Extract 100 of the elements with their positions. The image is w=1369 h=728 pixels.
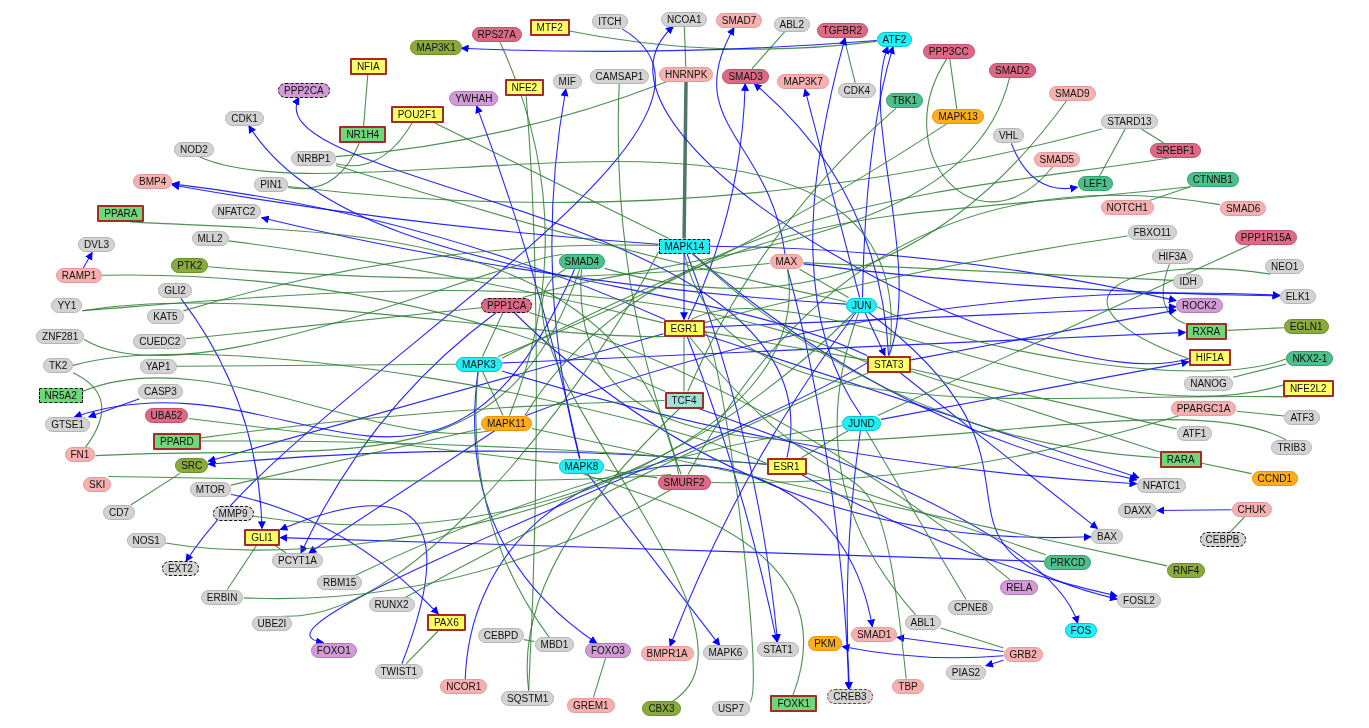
node-pill: NOTCH1 xyxy=(1100,200,1154,216)
node-pill: BMPR1A xyxy=(640,646,694,662)
node-box: NFE2L2 xyxy=(1282,379,1334,397)
connector-line xyxy=(101,274,666,393)
node-pill: SMAD3 xyxy=(722,68,769,84)
node-box: FOXK1 xyxy=(770,695,818,713)
node-pill: ITCH xyxy=(592,13,628,29)
node-pill: MAPK6 xyxy=(702,645,749,661)
arrow xyxy=(899,371,1099,530)
node-pill: TRIB3 xyxy=(1271,439,1312,455)
node-pill: CPNE8 xyxy=(947,599,994,615)
node-box: HIF1A xyxy=(1188,349,1232,367)
node-pill: PIAS2 xyxy=(945,664,987,680)
connector-line xyxy=(207,262,771,279)
node-pill: TBP xyxy=(892,678,924,694)
node-box: RXRA xyxy=(1185,322,1228,340)
connector-line xyxy=(805,472,1047,556)
connector-line xyxy=(800,429,850,459)
node-pill: PPARGC1A xyxy=(1170,400,1237,416)
node-pill: FBXO11 xyxy=(1127,224,1178,240)
connector-line xyxy=(836,311,917,616)
node-pill: ROCK2 xyxy=(1176,298,1223,314)
node-pill: TGFBR2 xyxy=(816,22,869,38)
connector-line xyxy=(287,142,360,190)
connector-line xyxy=(335,122,413,167)
node-pill: SMAD9 xyxy=(1049,85,1096,101)
arrow xyxy=(260,215,847,305)
connector-line xyxy=(188,417,560,464)
connector-line xyxy=(687,194,1221,476)
node-pill: MAPK3 xyxy=(456,356,502,372)
node-pill: CDK4 xyxy=(837,82,877,98)
connector-line xyxy=(1236,410,1285,417)
node-pill: FOS xyxy=(1064,623,1098,639)
connector-line xyxy=(475,370,550,638)
node-pill: GLI2 xyxy=(158,283,192,299)
node-box: GLI1 xyxy=(244,528,280,546)
arrow xyxy=(1010,142,1079,193)
node-pill: TK2 xyxy=(43,358,74,373)
node-pill: NANOG xyxy=(1184,375,1233,391)
node-pill: HNRNPK xyxy=(659,66,714,82)
node-pill: FOXO1 xyxy=(310,642,357,658)
node-pill: SQSTM1 xyxy=(501,690,555,706)
connector-line xyxy=(274,544,287,554)
node-pill: FN1 xyxy=(64,447,96,463)
arrow xyxy=(185,28,655,563)
arrow xyxy=(910,307,1177,361)
node-pill: SMAD4 xyxy=(558,254,605,270)
node-pill: ABL2 xyxy=(773,16,810,32)
arrow xyxy=(279,505,427,665)
connector-line xyxy=(81,290,868,363)
node-pill: SMAD6 xyxy=(1219,201,1267,217)
arrow xyxy=(551,88,581,460)
node-pill: CBX3 xyxy=(642,701,681,717)
node-pill: CEBPB xyxy=(1199,532,1246,548)
connector-line xyxy=(528,311,1011,581)
arrow xyxy=(686,335,780,643)
node-box: PPARD xyxy=(153,432,201,450)
node-pill: RUNX2 xyxy=(368,597,415,613)
connector-line xyxy=(287,128,1103,203)
connector-line xyxy=(1229,516,1246,533)
arrow xyxy=(753,83,890,357)
node-pill: YWHAH xyxy=(449,90,499,106)
node-pill: LEF1 xyxy=(1077,176,1114,192)
connector-line xyxy=(703,331,868,361)
node-pill: MBD1 xyxy=(534,637,575,653)
connector-line xyxy=(129,221,680,476)
connector-line xyxy=(910,370,1161,453)
connector-line xyxy=(83,253,564,356)
node-pill: CDK1 xyxy=(225,110,264,126)
arrow xyxy=(308,429,496,554)
node-box: TCF4 xyxy=(664,391,704,409)
connector-line xyxy=(876,306,1287,372)
node-pill: DAXX xyxy=(1118,503,1158,519)
node-pill: MAPK11 xyxy=(481,415,532,431)
node-pill: SREBF1 xyxy=(1149,142,1201,158)
connector-line xyxy=(877,244,1251,417)
connector-line xyxy=(703,330,754,703)
node-pill: EXT2 xyxy=(161,561,199,577)
node-pill: UBA52 xyxy=(144,408,189,424)
node-box: NR5A2 xyxy=(38,387,83,403)
arrow xyxy=(716,27,786,255)
arrow xyxy=(845,429,861,690)
arrow xyxy=(230,493,439,615)
connector-line xyxy=(501,186,1192,359)
arrow xyxy=(207,333,665,464)
arrow xyxy=(82,251,93,269)
arrow xyxy=(698,407,1079,624)
connector-line xyxy=(227,240,665,324)
node-pill: MAX xyxy=(769,254,804,270)
node-pill: GTSE1 xyxy=(45,416,90,432)
arrow xyxy=(708,245,1177,303)
connector-line xyxy=(682,81,688,239)
arrow xyxy=(861,45,895,299)
node-box: MTF2 xyxy=(529,18,570,36)
connector-line xyxy=(592,657,607,699)
connector-line xyxy=(363,73,369,127)
node-pill: ATF1 xyxy=(1176,425,1213,441)
connector-line xyxy=(703,235,1129,324)
connector-line xyxy=(198,156,890,357)
connector-line xyxy=(1107,268,1272,360)
